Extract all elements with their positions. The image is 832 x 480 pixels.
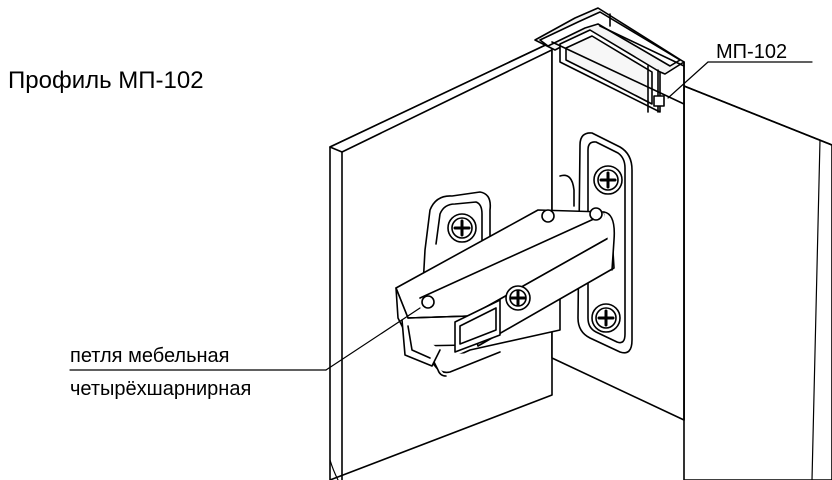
hinge-leader-diagonal [325, 307, 421, 371]
callout-leaders [69, 61, 813, 371]
profile-leader-diagonal [667, 61, 709, 99]
hinge-label-line1: петля мебельная [70, 345, 230, 367]
side-panel [683, 85, 832, 480]
profile-label: МП-102 [716, 41, 787, 63]
drawing-title: Профиль МП-102 [8, 67, 204, 94]
hinge-label-line2: четырёхшарнирная [70, 378, 251, 400]
hinge-arm [395, 174, 616, 367]
